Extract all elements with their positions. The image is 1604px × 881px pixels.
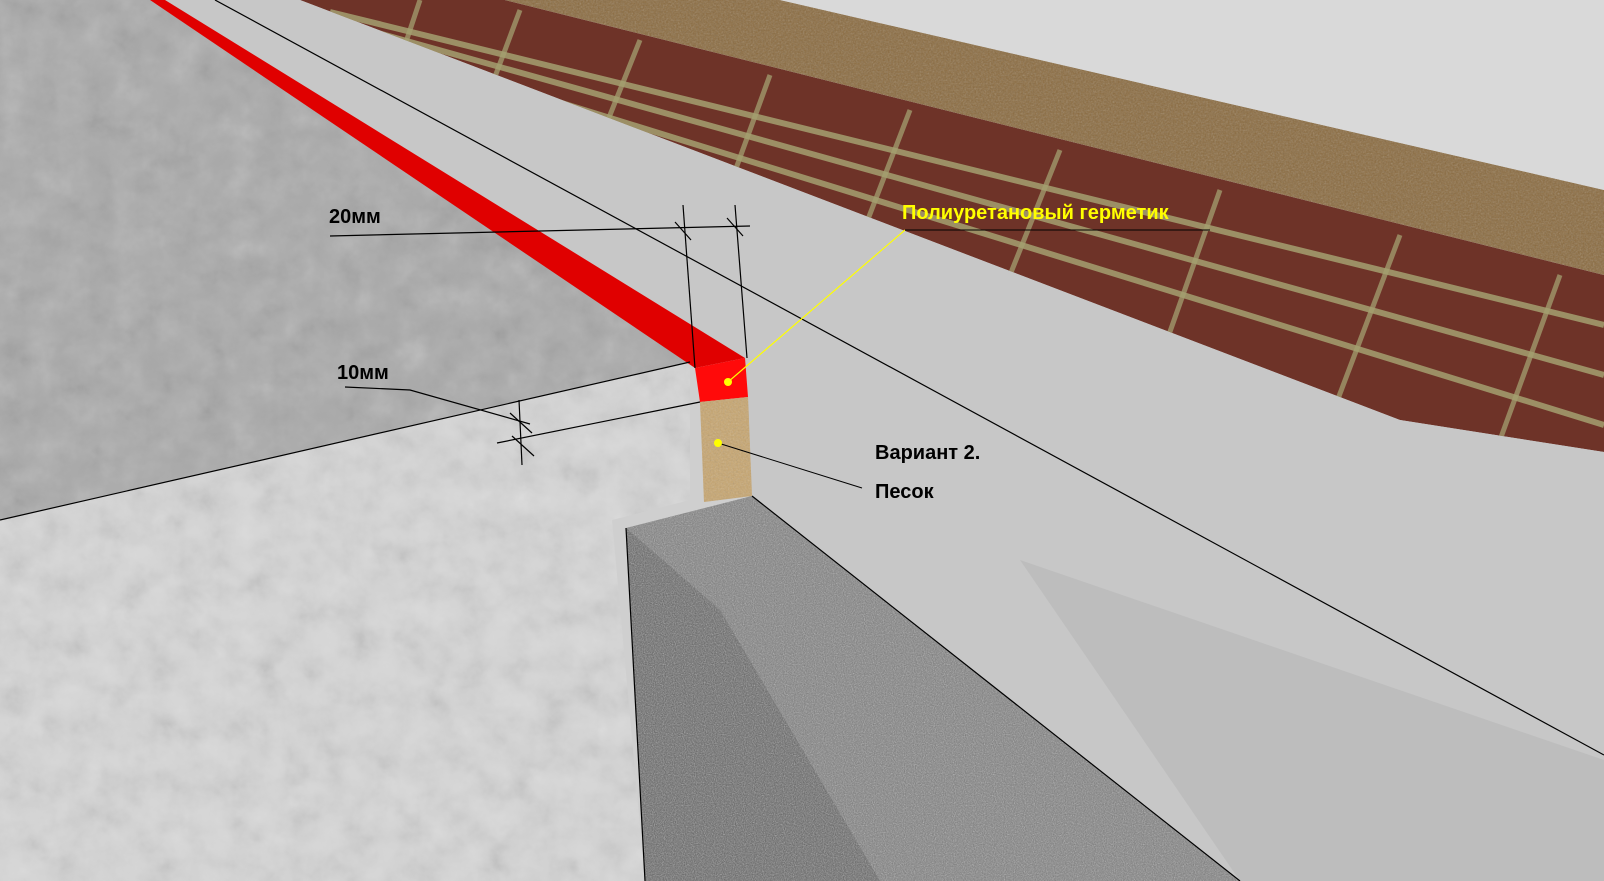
upper-wall <box>780 0 1604 190</box>
sealant-marker <box>724 378 732 386</box>
sand-callout <box>714 439 863 489</box>
dimension-10mm <box>344 386 701 466</box>
sealant-label: Полиуретановый герметик <box>902 202 1170 224</box>
sealant-callout <box>724 229 1210 386</box>
dimension-20mm <box>329 204 751 369</box>
depth-label: 10мм <box>337 362 389 384</box>
width-label: 20мм <box>329 206 381 228</box>
wall-face-shade <box>1020 560 1604 881</box>
sealant-strip <box>150 0 745 368</box>
sand-marker <box>714 439 722 447</box>
variant-label: Вариант 2. <box>875 442 980 464</box>
fill-label: Песок <box>875 481 935 503</box>
sealant-section <box>695 358 748 402</box>
